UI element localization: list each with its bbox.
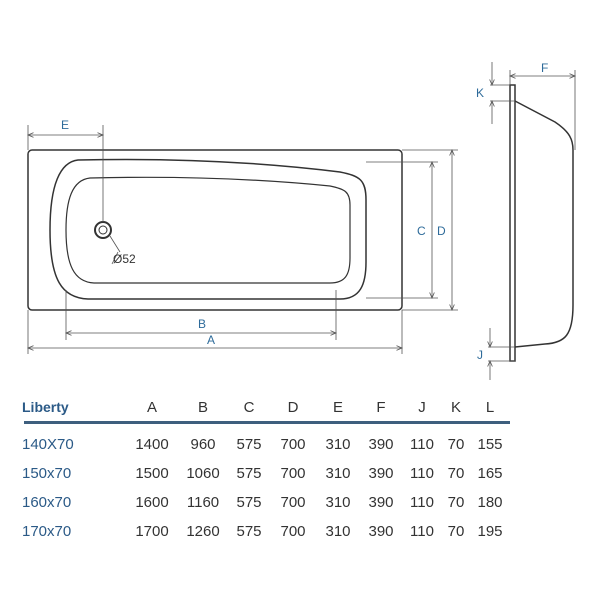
table-cell: 960 [190, 436, 216, 453]
table-cell: 390 [368, 465, 394, 482]
dim-label-b: B [198, 317, 206, 331]
table-cell: 390 [368, 494, 394, 511]
table-cell: 700 [280, 436, 306, 453]
table-cell: 1500 [135, 465, 169, 482]
column-header-e: E [332, 399, 344, 416]
table-cell: 310 [325, 494, 351, 511]
drain-diameter-label: Ø52 [113, 252, 136, 266]
dim-label-e: E [61, 118, 69, 132]
table-cell: 70 [447, 436, 465, 453]
table-cell: 110 [410, 436, 434, 453]
dim-label-j: J [477, 348, 483, 362]
model-label: 150x70 [22, 465, 72, 482]
dim-label-f: F [541, 61, 548, 75]
table-cell: 1060 [186, 465, 220, 482]
table-cell: 1260 [186, 523, 220, 538]
table-cell: 390 [368, 523, 394, 538]
table-cell: 110 [410, 494, 434, 511]
dim-label-k: K [476, 86, 484, 100]
table-cell: 180 [477, 494, 503, 511]
table-cell: 195 [477, 523, 503, 538]
model-label: 170x70 [22, 523, 72, 538]
table-title: Liberty [22, 399, 69, 415]
dimension-lines [28, 125, 458, 354]
table-cell: 700 [280, 494, 306, 511]
table-cell: 575 [236, 523, 262, 538]
table-cell: 310 [325, 465, 351, 482]
column-header-j: J [418, 399, 426, 416]
column-header-b: B [197, 399, 209, 416]
column-header-f: F [376, 399, 386, 416]
table-cell: 575 [236, 494, 262, 511]
model-label: 140X70 [22, 436, 74, 453]
table-cell: 70 [447, 523, 465, 538]
dim-label-d: D [437, 224, 446, 238]
model-label: 160x70 [22, 494, 72, 511]
table-cell: 700 [280, 523, 306, 538]
table-cell: 1600 [135, 494, 169, 511]
dim-label-a: A [207, 333, 215, 347]
dim-label-c: C [417, 224, 426, 238]
table-cell: 310 [325, 523, 351, 538]
column-header-l: L [485, 399, 495, 416]
header-divider [24, 421, 510, 424]
column-header-k: K [450, 399, 462, 416]
table-cell: 1400 [135, 436, 169, 453]
dimensions-table: Liberty A B C D E F J K L 140X70 1400 960 575 700 310… [0, 392, 600, 538]
table-cell: 575 [236, 436, 262, 453]
table-cell: 110 [410, 523, 434, 538]
table-cell: 110 [410, 465, 434, 482]
table-cell: 390 [368, 436, 394, 453]
table-cell: 165 [477, 465, 503, 482]
column-header-d: D [287, 399, 299, 416]
drain-icon [94, 221, 112, 239]
table-cell: 575 [236, 465, 262, 482]
table-cell: 700 [280, 465, 306, 482]
column-header-a: A [146, 399, 158, 416]
table-cell: 1700 [135, 523, 169, 538]
table-cell: 70 [447, 465, 465, 482]
bathtub-technical-drawing: E B A C D Ø52 F K J [0, 61, 600, 380]
table-cell: 310 [325, 436, 351, 453]
column-header-c: C [243, 399, 255, 416]
top-view [27, 149, 403, 311]
table-cell: 1160 [186, 494, 220, 511]
side-view [509, 84, 574, 362]
table-cell: 70 [447, 494, 465, 511]
table-cell: 155 [477, 436, 503, 453]
